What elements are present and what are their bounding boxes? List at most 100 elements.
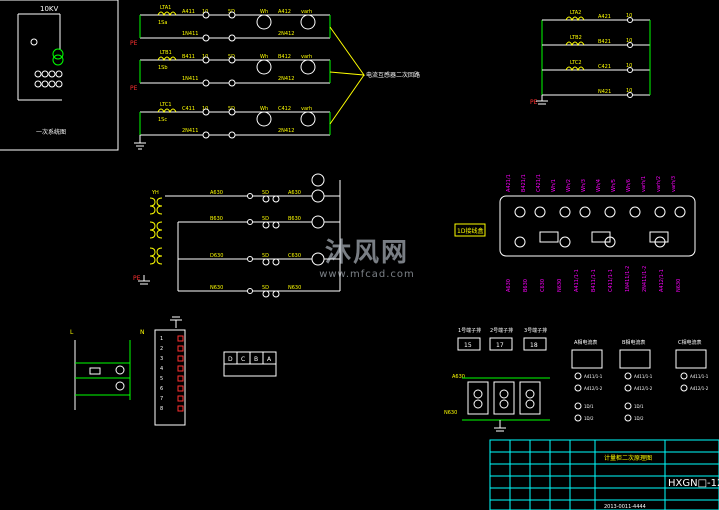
svg-text:N: N [140,329,145,336]
svg-text:10: 10 [626,13,632,19]
svg-text:varh: varh [301,54,312,60]
svg-text:2N411/1-2: 2N411/1-2 [642,266,648,292]
svg-text:A411/1-1: A411/1-1 [634,374,653,379]
svg-text:2N412: 2N412 [278,128,294,134]
svg-text:C630: C630 [540,279,546,292]
single-line-caption: 一次系统图 [36,128,66,136]
svg-text:L: L [70,329,74,336]
svg-text:Wh/3: Wh/3 [581,179,587,192]
pe-label-1: PE [130,40,138,47]
ct-detail: 1号端子排 2号端子排 3号端子排 15 17 18 A630 N630 [444,327,550,432]
svg-text:7: 7 [160,396,163,402]
svg-text:1D/1: 1D/1 [584,404,594,409]
svg-text:varh/1: varh/1 [641,176,647,192]
svg-text:17: 17 [496,342,504,349]
svg-text:1D/1: 1D/1 [634,404,644,409]
svg-text:A412/1-1: A412/1-1 [659,269,665,292]
svg-text:A412: A412 [278,9,291,15]
svg-text:Wh/2: Wh/2 [566,179,572,192]
watermark-brand: 沐风网 [324,238,409,268]
svg-text:B630: B630 [210,216,223,222]
svg-text:C相电流表: C相电流表 [678,339,702,346]
svg-text:1D/2: 1D/2 [634,416,644,421]
svg-text:1Sa: 1Sa [158,20,167,26]
svg-text:5D: 5D [262,216,269,222]
svg-text:C: C [241,356,245,363]
svg-text:B421: B421 [598,39,611,45]
svg-text:B630: B630 [523,279,529,292]
svg-text:1: 1 [160,336,163,342]
watermark: 沐风网 www.mfcad.com [292,232,442,280]
pt-circuit: YH PE A630 B630 D630 N630 5D 5D 5D 5D [133,173,341,298]
svg-text:C421: C421 [598,64,611,70]
svg-text:1N411/1-2: 1N411/1-2 [625,266,631,292]
svg-text:A412/1-2: A412/1-2 [690,386,709,391]
voltage-label: 10KV [40,5,58,13]
svg-text:8: 8 [160,406,163,412]
title-block: 计量柜二次原理图 HXGN□-12 2013-0011-4444 [489,439,719,510]
svg-text:varh: varh [301,9,312,15]
svg-text:1Sb: 1Sb [158,65,168,71]
svg-text:N421: N421 [598,89,611,95]
svg-text:A412/1-2: A412/1-2 [634,386,653,391]
svg-text:N630: N630 [444,410,457,416]
svg-text:A630: A630 [210,190,223,196]
svg-text:15: 15 [464,342,472,349]
svg-text:LTB1: LTB1 [160,50,172,56]
svg-text:5D: 5D [262,285,269,291]
svg-text:C412: C412 [278,106,291,112]
svg-text:3号端子排: 3号端子排 [524,327,547,334]
svg-text:10: 10 [626,88,632,94]
svg-text:1Sc: 1Sc [158,117,167,123]
single-line-diagram: 10KV 一次系统图 [0,0,119,151]
svg-text:1D/2: 1D/2 [584,416,594,421]
svg-text:B: B [254,356,258,363]
svg-text:A630: A630 [452,374,465,380]
svg-text:LTB2: LTB2 [570,35,582,41]
svg-text:A411: A411 [182,9,195,15]
svg-text:N630: N630 [210,285,223,291]
svg-text:B411/1-1: B411/1-1 [591,269,597,292]
svg-text:5D: 5D [262,190,269,196]
terminal-block: 1D接线盒 A421/1 B421/1 C421/1 Wh/1 Wh/2 Wh/… [454,174,696,292]
svg-text:2: 2 [160,346,163,352]
svg-text:A411/1-1: A411/1-1 [584,374,603,379]
svg-text:A630: A630 [506,279,512,292]
svg-text:PE: PE [133,275,141,282]
drawing-name: 计量柜二次原理图 [604,454,652,462]
drawing-footer: 2013-0011-4444 [604,504,646,510]
terminal-block-label: 1D接线盒 [457,227,483,235]
svg-text:A411/1-1: A411/1-1 [574,269,580,292]
svg-text:LTC2: LTC2 [570,60,582,66]
svg-text:N630: N630 [676,279,682,292]
svg-text:varh/2: varh/2 [656,176,662,192]
svg-text:varh/3: varh/3 [671,176,677,192]
svg-text:A相电流表: A相电流表 [574,339,597,346]
svg-text:10: 10 [626,38,632,44]
svg-text:D630: D630 [210,253,223,259]
svg-text:Wh/6: Wh/6 [626,179,632,192]
svg-text:Wh: Wh [260,106,268,112]
svg-text:B421/1: B421/1 [521,174,527,192]
control-circuit: L N 1 2 3 4 5 6 7 8 [70,316,277,426]
svg-text:A412/1-2: A412/1-2 [584,386,603,391]
svg-text:5D: 5D [262,253,269,259]
svg-text:Wh/5: Wh/5 [611,179,617,192]
svg-text:6: 6 [160,386,163,392]
svg-text:A411/1-1: A411/1-1 [690,374,709,379]
meter-detail: A相电流表 B相电流表 C相电流表 A411/1-1 A412/1-2 1D/1… [571,339,709,422]
svg-text:2N411: 2N411 [182,128,198,134]
svg-text:B相电流表: B相电流表 [622,339,645,346]
right-ct-circuit: PE LTA2 LTB2 LTC2 A421 B421 C421 N421 10… [530,10,651,106]
svg-text:B411: B411 [182,54,195,60]
svg-text:N630: N630 [288,285,301,291]
svg-text:3: 3 [160,356,163,362]
svg-text:A421: A421 [598,14,611,20]
svg-text:10: 10 [626,63,632,69]
watermark-url: www.mfcad.com [319,269,415,280]
svg-text:2N412: 2N412 [278,76,294,82]
svg-text:C630: C630 [288,253,301,259]
svg-text:2号端子排: 2号端子排 [490,327,513,334]
meter-circuit-note: 电流互感器二次回路 [366,71,420,79]
